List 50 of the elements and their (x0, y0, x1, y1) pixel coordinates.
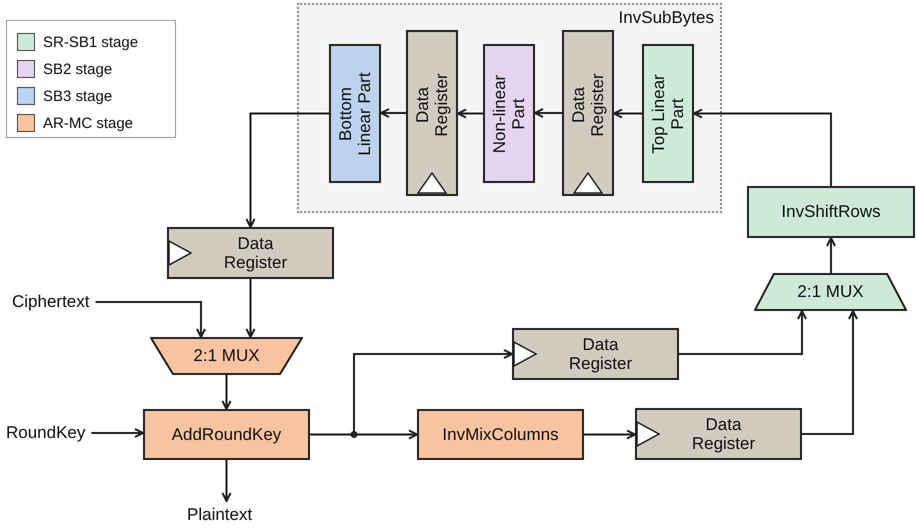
legend-label: AR-MC stage (43, 114, 134, 132)
arrow (613, 108, 642, 118)
arrow (802, 310, 858, 435)
register-box (635, 408, 802, 460)
group-title: InvSubBytes (618, 8, 714, 28)
arrow (457, 108, 483, 118)
arrow (534, 108, 562, 118)
signal-label: Ciphertext (12, 292, 90, 312)
multiplexer-shape (754, 273, 907, 311)
box-label: AddRoundKey (172, 424, 282, 444)
box-label: Data Register (222, 234, 288, 272)
process-box (329, 44, 381, 183)
box-label: Data Register (568, 72, 608, 139)
register-box (562, 30, 614, 196)
box-label: Data Register (690, 414, 756, 454)
box-label: 2:1 MUX (797, 282, 864, 302)
box-label: Data Register (568, 334, 634, 374)
arrow (679, 310, 807, 355)
process-box (483, 44, 535, 183)
box-label: Bottom Linear Part (336, 70, 374, 158)
arrow (826, 237, 836, 273)
legend-label: SR-SB1 stage (43, 34, 138, 50)
arrow (246, 279, 256, 338)
arrow (584, 430, 636, 440)
register-box (167, 227, 334, 279)
arrow (693, 108, 832, 186)
process-box (143, 409, 310, 460)
box-label: InvMixColumns (442, 424, 559, 444)
arrow (91, 428, 144, 438)
arrow (380, 108, 406, 118)
multiplexer-shape (150, 337, 303, 375)
legend-label: SB3 stage (43, 88, 112, 104)
box-label: Non-linear Part (490, 73, 528, 155)
arrow (222, 460, 232, 502)
process-box (417, 409, 584, 460)
box-label: InvShiftRows (781, 202, 881, 222)
arrow (222, 375, 232, 410)
box-label: 2:1 MUX (193, 346, 260, 366)
signal-label: Plaintext (187, 505, 252, 525)
process-box (642, 44, 694, 183)
signal-label: RoundKey (6, 423, 86, 443)
arrow (95, 301, 206, 338)
group-frame (297, 3, 722, 213)
box-label: Data Register (412, 72, 452, 139)
register-box (406, 30, 458, 196)
register-box (512, 328, 679, 380)
arrow (246, 112, 329, 228)
process-box (747, 186, 915, 238)
box-label: Top Linear Part (648, 72, 688, 156)
legend-label: SB2 stage (43, 60, 112, 78)
